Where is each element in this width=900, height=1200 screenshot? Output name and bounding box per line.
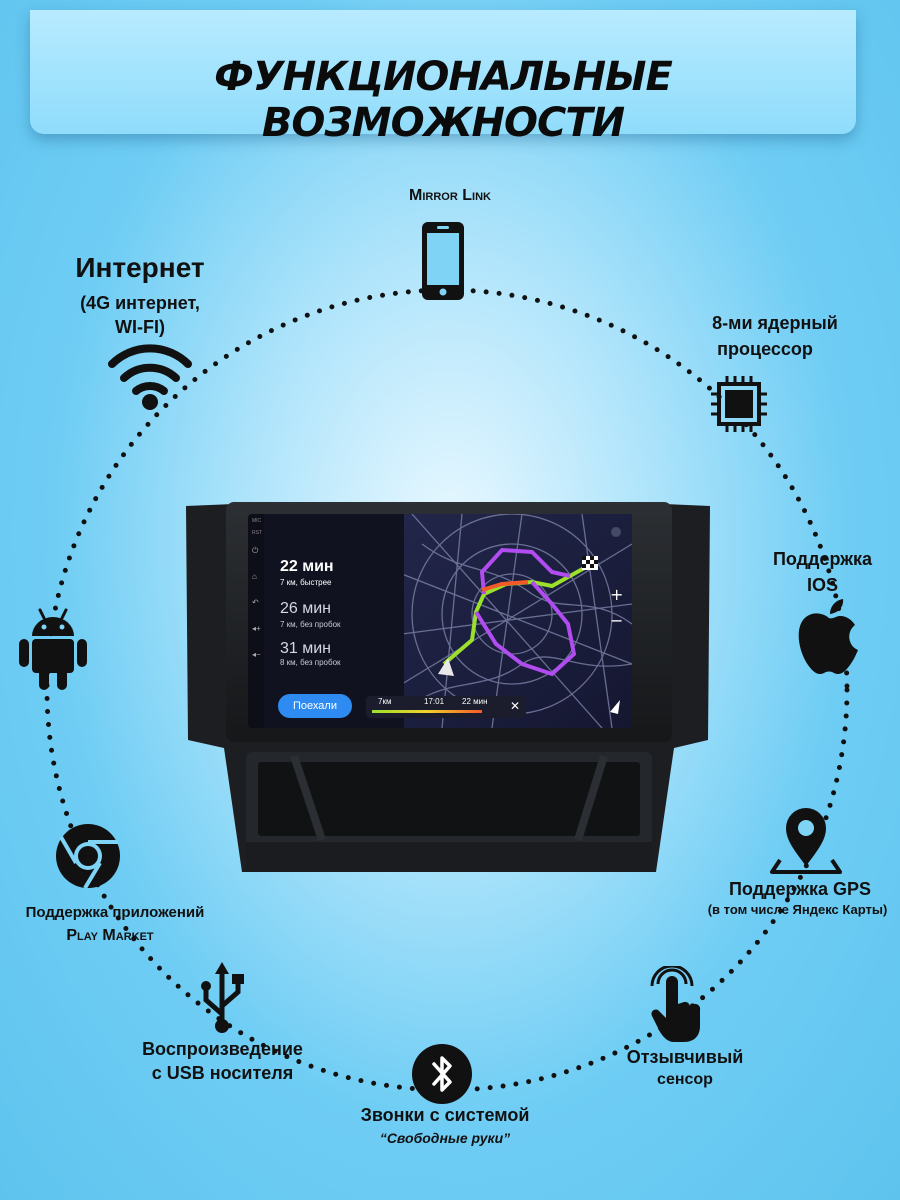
usb-icon (201, 962, 244, 1033)
gps-label-2: (в том числе Яндекс Карты) (707, 902, 888, 917)
internet-sub-2: WI-FI) (115, 317, 165, 337)
wifi-icon (108, 344, 192, 410)
route-2-time[interactable]: 26 мин (280, 600, 332, 617)
back-icon[interactable]: ↶ (252, 598, 259, 607)
gps-pin-icon (770, 808, 842, 874)
handsfree-label-2: “Свободные руки” (379, 1130, 511, 1146)
mic-label: MIC (252, 518, 262, 524)
apple-icon (798, 599, 858, 675)
route-1-desc: 7 км, быстрее (280, 578, 332, 587)
close-route-icon[interactable]: ✕ (510, 699, 521, 713)
route-3-time[interactable]: 31 мин (280, 640, 332, 657)
page-title: ФУНКЦИОНАЛЬНЫЕ ВОЗМОЖНОСТИ (214, 54, 673, 146)
sensor-label-2: сенсор (657, 1071, 713, 1088)
home-icon[interactable]: ⌂ (252, 572, 257, 581)
handsfree-label-1: Звонки с системой (360, 1105, 530, 1125)
route-2-desc: 7 км, без пробок (280, 620, 341, 629)
playmarket-label-1: Поддержка приложений (25, 904, 205, 921)
title-banner: ФУНКЦИОНАЛЬНЫЕ ВОЗМОЖНОСТИ (30, 10, 856, 146)
bar-eta: 22 мин (462, 697, 488, 706)
internet-title: Интернет (75, 252, 205, 283)
cpu-chip-icon (711, 376, 767, 432)
volume-down-icon[interactable]: ◂− (252, 650, 261, 659)
traffic-bar (372, 710, 482, 713)
smartphone-icon (422, 222, 464, 300)
bar-clock: 17:01 (424, 697, 445, 706)
bluetooth-icon (412, 1044, 472, 1104)
svg-text:+: + (610, 585, 623, 604)
internet-sub-1: (4G интернет, (80, 293, 200, 313)
route-1-time[interactable]: 22 мин (280, 558, 334, 575)
cpu-label-2: процессор (717, 339, 813, 359)
ios-label-1: Поддержка (772, 549, 873, 569)
go-button[interactable]: Поехали (278, 694, 352, 718)
gps-label-1: Поддержка GPS (728, 879, 872, 899)
ios-label-2: IOS (806, 575, 838, 595)
volume-up-icon[interactable]: ◂+ (252, 624, 261, 633)
mirror-link-label: Mirror Link (409, 187, 491, 204)
bar-distance: 7км (378, 697, 392, 706)
android-icon (19, 608, 87, 690)
cpu-label-1: 8-ми ядерный (712, 313, 838, 333)
usb-label-2: с USB носителя (151, 1063, 294, 1083)
power-icon[interactable]: ⏻ (252, 546, 259, 555)
svg-text:−: − (610, 611, 623, 630)
route-3-desc: 8 км, без пробок (280, 658, 341, 667)
route-progress-bar: 7км 17:01 22 мин ✕ (366, 696, 526, 718)
usb-label-1: Воспроизведение (142, 1039, 303, 1059)
playmarket-label-2: Play Market (66, 927, 154, 944)
route-panel (264, 514, 404, 728)
touch-hand-icon (650, 966, 701, 1042)
rst-label: RST (252, 530, 262, 536)
car-head-unit: + − 22 мин 7 км, быстрее 26 мин 7 км, бе… (186, 500, 710, 878)
go-button-label: Поехали (293, 700, 337, 712)
chrome-icon (56, 824, 120, 890)
navigation-map: + − (402, 514, 632, 728)
sensor-label-1: Отзывчивый (626, 1047, 744, 1067)
